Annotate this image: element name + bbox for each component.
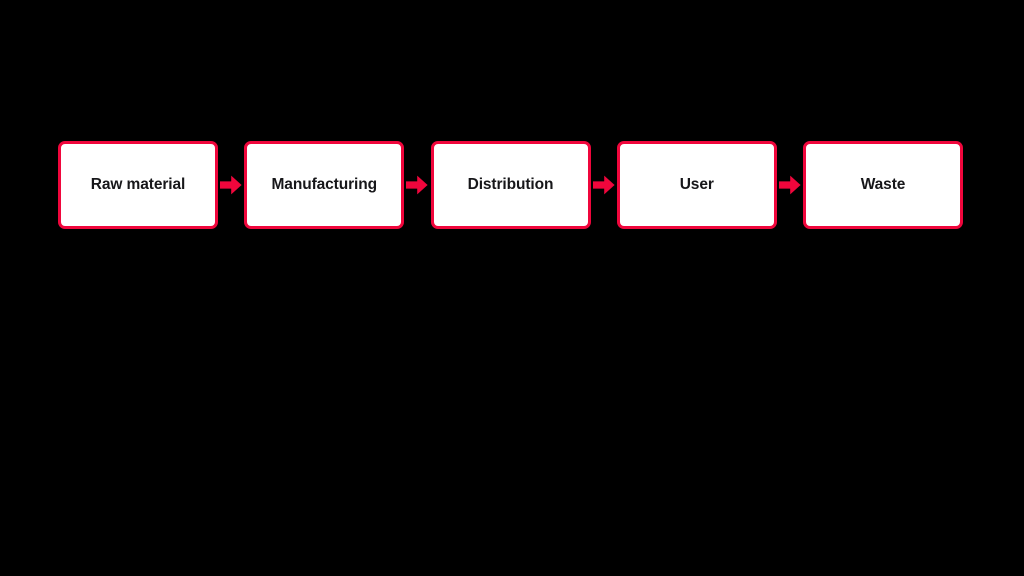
- flow-node-user[interactable]: User: [616, 141, 777, 229]
- flow-node-raw-material[interactable]: Raw material: [58, 141, 218, 229]
- linear-flow-diagram: Raw material Manufacturing Distribution: [58, 141, 963, 229]
- flow-node-label: Waste: [860, 176, 906, 194]
- flow-node-label: Raw material: [90, 176, 186, 194]
- flow-node-distribution[interactable]: Distribution: [430, 141, 591, 229]
- flow-node-label: Distribution: [467, 176, 554, 194]
- arrow-right-icon: [218, 173, 244, 197]
- flow-node-label: User: [679, 176, 714, 194]
- flow-node-manufacturing[interactable]: Manufacturing: [244, 141, 405, 229]
- arrow-right-icon: [777, 173, 803, 197]
- arrow-right-icon: [404, 173, 430, 197]
- flow-node-label: Manufacturing: [271, 176, 378, 194]
- arrow-right-icon: [591, 173, 617, 197]
- flow-node-waste[interactable]: Waste: [803, 141, 963, 229]
